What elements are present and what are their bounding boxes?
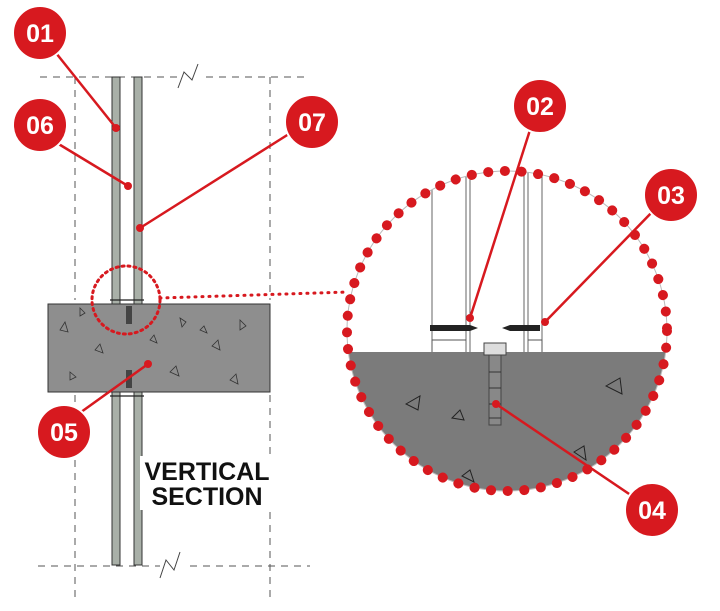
svg-text:05: 05	[50, 419, 78, 447]
section-title-line-1: VERTICAL	[145, 458, 270, 486]
dashed-boundary	[38, 76, 310, 600]
callout-07: 07	[284, 94, 340, 150]
svg-text:04: 04	[638, 497, 666, 525]
screw-right	[502, 325, 540, 331]
callout-04: 04	[624, 482, 680, 538]
magnified-detail	[347, 171, 667, 491]
callout-05: 05	[36, 404, 92, 460]
concrete-slab	[47, 303, 271, 393]
callout-01: 01	[12, 5, 68, 61]
magnified-detail-dots	[342, 166, 672, 496]
track-plates	[110, 299, 144, 397]
section-title-line-2: SECTION	[151, 483, 262, 511]
section-title: VERTICAL SECTION	[140, 456, 274, 511]
svg-text:01: 01	[26, 20, 54, 48]
svg-text:07: 07	[298, 109, 326, 137]
detail-callout-circle	[90, 264, 162, 336]
leader-endpoints	[112, 124, 549, 408]
screw-left	[430, 325, 478, 331]
callout-06: 06	[12, 97, 68, 153]
leader-lines	[51, 47, 657, 502]
callout-03: 03	[643, 167, 699, 223]
svg-text:06: 06	[26, 112, 54, 140]
callout-02: 02	[512, 78, 568, 134]
svg-text:03: 03	[657, 182, 685, 210]
anchor-bolt	[483, 342, 507, 426]
break-marks	[159, 63, 199, 579]
detail-connector	[158, 290, 350, 300]
svg-text:02: 02	[526, 93, 554, 121]
